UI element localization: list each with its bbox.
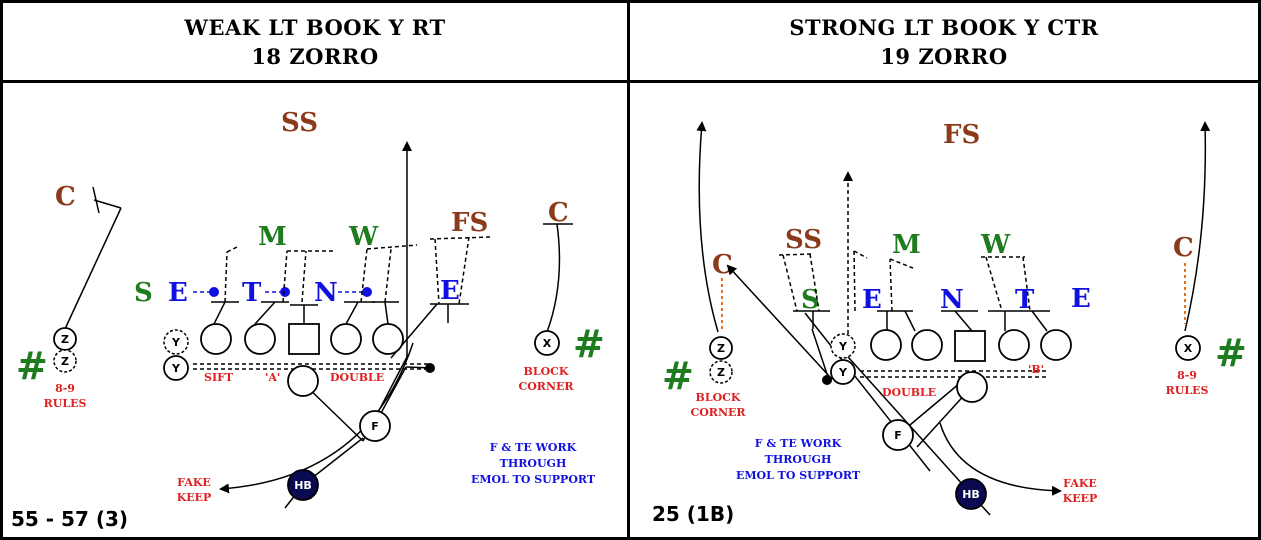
- defender-s: S: [134, 278, 153, 308]
- left-play-footer: 55 - 57 (3): [11, 507, 128, 531]
- defender-t: T: [242, 278, 262, 308]
- defender-c-right: C: [548, 198, 569, 228]
- player-y: Y Y: [830, 333, 856, 385]
- svg-text:X: X: [1184, 342, 1193, 355]
- offensive-line: [870, 329, 1072, 403]
- work-note-1: F & TE WORK: [755, 437, 842, 450]
- svg-text:Z: Z: [717, 366, 725, 379]
- offensive-line: [200, 323, 404, 397]
- right-play-subtitle: 19 ZORRO: [880, 43, 1008, 69]
- work-note-3: EMOL TO SUPPORT: [736, 469, 861, 482]
- work-note-2: THROUGH: [500, 457, 567, 470]
- fake-keep-label-2: KEEP: [1063, 492, 1098, 505]
- work-note-1: F & TE WORK: [490, 441, 577, 454]
- left-play-header: WEAK LT BOOK Y RT 18 ZORRO: [3, 3, 627, 83]
- work-note-3: EMOL TO SUPPORT: [471, 473, 596, 486]
- defender-e1: E: [168, 278, 188, 308]
- fake-keep-label-2: KEEP: [177, 491, 212, 504]
- work-note-2: THROUGH: [765, 453, 832, 466]
- right-play-footer: 25 (1B): [652, 502, 734, 526]
- defender-c-left: C: [55, 182, 76, 212]
- player-x: X: [534, 330, 560, 356]
- rules-label-2: RULES: [1166, 384, 1209, 397]
- player-z: Z Z: [53, 327, 77, 373]
- player-hb: HB: [955, 478, 987, 510]
- svg-text:Z: Z: [717, 342, 725, 355]
- hash-mark-right: #: [1215, 330, 1247, 375]
- defender-n: N: [314, 278, 338, 308]
- svg-text:X: X: [543, 337, 552, 350]
- right-play-panel: STRONG LT BOOK Y CTR 19 ZORRO FS SS M W …: [627, 0, 1261, 540]
- rules-label-1: 8-9: [1177, 369, 1197, 382]
- defender-w: W: [348, 222, 379, 252]
- svg-text:F: F: [371, 420, 379, 433]
- player-y: Y Y: [163, 329, 189, 381]
- block-corner-label-1: BLOCK: [696, 391, 741, 404]
- player-z: Z Z: [709, 336, 733, 384]
- player-f: F: [882, 419, 914, 451]
- defender-fs: FS: [943, 120, 980, 150]
- right-play-header: STRONG LT BOOK Y CTR 19 ZORRO: [630, 3, 1258, 83]
- player-f: F: [359, 410, 391, 442]
- hash-mark-right: #: [573, 321, 605, 366]
- left-play-title: WEAK LT BOOK Y RT: [184, 14, 446, 40]
- block-corner-label-2: CORNER: [518, 380, 574, 393]
- block-corner-label-1: BLOCK: [524, 365, 569, 378]
- defender-e2: E: [1071, 284, 1091, 314]
- right-play-title: STRONG LT BOOK Y CTR: [789, 14, 1099, 40]
- defender-fs: FS: [451, 208, 488, 238]
- player-x: X: [1175, 335, 1201, 361]
- sift-label: SIFT: [204, 371, 234, 384]
- defender-ss: SS: [281, 108, 318, 138]
- player-hb: HB: [287, 469, 319, 501]
- fake-keep-label-1: FAKE: [177, 476, 211, 489]
- defender-s: S: [801, 285, 820, 315]
- left-play-subtitle: 18 ZORRO: [251, 43, 379, 69]
- leverage-lines: [721, 263, 1186, 329]
- defender-c-right: C: [1173, 233, 1194, 263]
- svg-text:F: F: [894, 429, 902, 442]
- defender-e2: E: [440, 276, 460, 306]
- defender-w: W: [980, 230, 1011, 260]
- svg-text:HB: HB: [294, 479, 312, 492]
- svg-text:HB: HB: [962, 488, 980, 501]
- b-gap-label: 'B': [1028, 363, 1044, 376]
- defender-e1: E: [862, 285, 882, 315]
- svg-text:Y: Y: [171, 336, 181, 349]
- right-play-diagram: FS SS M W C C S E N T E: [652, 120, 1247, 526]
- defender-c-left: C: [712, 250, 733, 280]
- a-gap-label: 'A': [265, 371, 280, 384]
- rules-label-2: RULES: [44, 397, 87, 410]
- left-play-panel: WEAK LT BOOK Y RT 18 ZORRO SS C C M W FS…: [0, 0, 630, 540]
- hash-mark-left: #: [662, 353, 694, 398]
- svg-text:Y: Y: [838, 366, 848, 379]
- svg-text:Y: Y: [171, 362, 181, 375]
- defensive-slant-movements: [193, 287, 372, 297]
- double-label: DOUBLE: [882, 386, 936, 399]
- double-label: DOUBLE: [330, 371, 384, 384]
- defender-n: N: [940, 285, 964, 315]
- svg-text:Y: Y: [838, 340, 848, 353]
- svg-text:Z: Z: [61, 333, 69, 346]
- defender-m: M: [258, 222, 287, 252]
- fake-keep-label-1: FAKE: [1063, 477, 1097, 490]
- rules-label-1: 8-9: [55, 382, 75, 395]
- defender-ss: SS: [785, 225, 822, 255]
- svg-text:Z: Z: [61, 355, 69, 368]
- block-corner-label-2: CORNER: [690, 406, 746, 419]
- defender-m: M: [892, 230, 921, 260]
- left-play-diagram: SS C C M W FS S E T N E: [11, 108, 605, 531]
- hash-mark-left: #: [16, 343, 48, 388]
